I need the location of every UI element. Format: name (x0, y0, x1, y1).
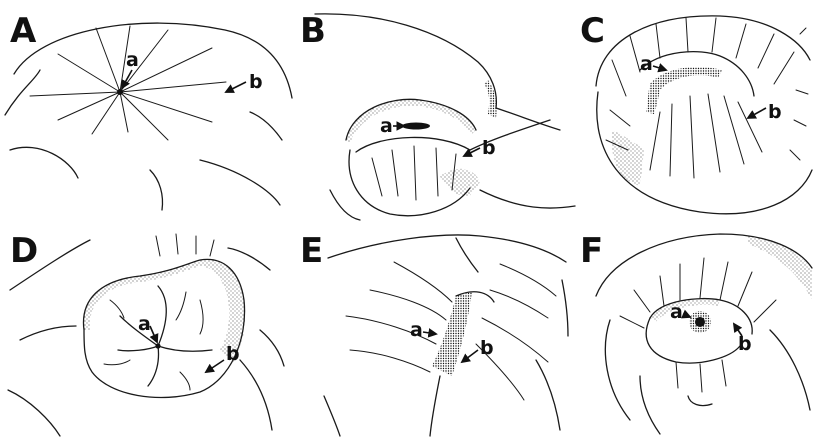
panel-b-label-b: b (482, 137, 496, 159)
panel-d-label-a: a (138, 313, 151, 335)
panel-e-label-b: b (480, 337, 494, 359)
panel-d-letter: D (10, 231, 38, 271)
panel-d: D a b (8, 231, 284, 436)
panel-b-label-a: a (380, 115, 393, 137)
panel-f: F a b (580, 231, 812, 434)
panel-a-label-a: a (126, 49, 139, 71)
panel-f-label-b: b (738, 333, 752, 355)
panel-c: C a b (580, 11, 812, 214)
panel-b: B a b (300, 11, 575, 220)
panel-f-letter: F (580, 231, 603, 271)
panel-f-drawing (596, 234, 812, 434)
panel-e-label-a: a (410, 319, 423, 341)
panel-a-arrow-b (226, 82, 246, 92)
panel-c-label-a: a (640, 53, 653, 75)
panel-a-label-b: b (249, 71, 263, 93)
panel-d-label-b: b (226, 343, 240, 365)
panel-b-letter: B (300, 11, 326, 51)
panel-e: E a b (300, 231, 568, 436)
panel-e-arrow-b (462, 350, 478, 362)
panel-c-label-b: b (768, 101, 782, 123)
panel-c-arrow-b (748, 108, 766, 118)
panel-d-arrow-b (206, 360, 224, 372)
panel-f-arrow-a (683, 314, 690, 317)
panel-b-drawing (315, 14, 575, 220)
panel-d-drawing (8, 234, 284, 436)
panel-c-arrow-a (653, 66, 666, 70)
panel-a-letter: A (10, 11, 37, 51)
panel-d-arrow-a (150, 326, 157, 342)
panel-e-letter: E (300, 231, 323, 271)
panel-a-drawing (5, 23, 292, 210)
panel-e-arrow-a (423, 332, 436, 334)
panel-c-letter: C (580, 11, 605, 51)
panel-f-label-a: a (670, 301, 683, 323)
panel-a: A a b (5, 11, 292, 210)
panel-e-drawing (324, 235, 568, 436)
